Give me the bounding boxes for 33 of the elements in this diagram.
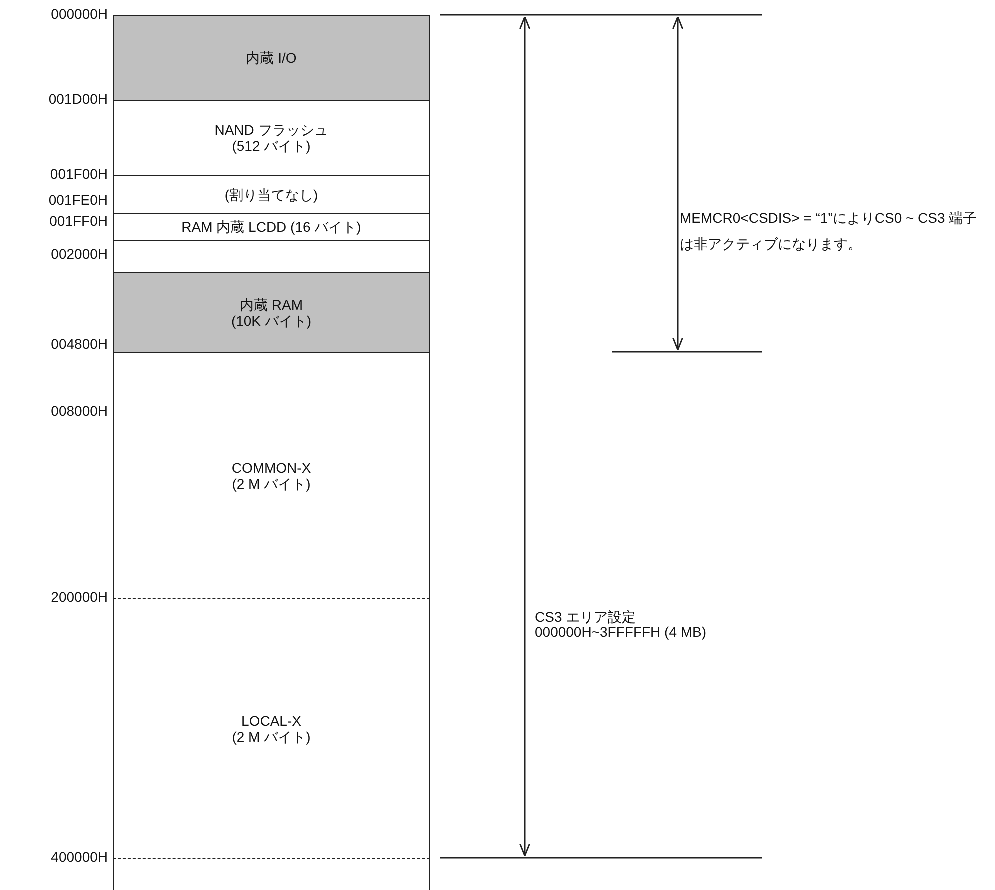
region-label: RAM 内蔵 LCDD (16 バイト) — [182, 219, 362, 235]
region-label: 内蔵 I/O — [246, 50, 297, 66]
address-label: 001D00H — [48, 91, 108, 108]
empty-memory-region — [113, 858, 430, 890]
region-label: COMMON-X — [232, 460, 312, 476]
region-label: (2 M バイト) — [232, 728, 311, 744]
address-label: 200000H — [50, 589, 108, 606]
note-text: MEMCR0<CSDIS> = “1”によりCS0 ~ CS3 端子は非アクティブになります。 — [680, 209, 978, 254]
address-label: 001FE0H — [48, 192, 108, 209]
address-label: 001F00H — [49, 166, 108, 183]
address-label: 000000H — [50, 6, 108, 23]
region-label: (2 M バイト) — [232, 476, 311, 492]
address-label: 001FF0H — [48, 213, 108, 230]
address-label: 002000H — [50, 246, 108, 263]
region-label: (割り当てなし) — [224, 186, 318, 202]
memory-region — [113, 213, 430, 240]
memory-region — [113, 175, 430, 213]
note-text: 000000H~3FFFFFH (4 MB) — [535, 624, 708, 641]
memory-region — [113, 598, 430, 858]
region-label: 内蔵 RAM — [240, 296, 303, 312]
address-label: 400000H — [50, 849, 108, 866]
address-label: 008000H — [50, 403, 108, 420]
region-label: NAND フラッシュ — [214, 122, 328, 138]
region-label: (10K バイト) — [231, 312, 312, 328]
region-label: (512 バイト) — [232, 138, 311, 154]
empty-memory-region — [113, 240, 430, 272]
note-text: CS3 エリア設定 — [535, 609, 638, 626]
region-label: LOCAL-X — [242, 712, 302, 728]
memory-region — [113, 352, 430, 598]
memory-region — [113, 15, 430, 100]
address-label: 004800H — [50, 336, 108, 353]
memory-region — [113, 100, 430, 175]
memory-region — [113, 272, 430, 352]
